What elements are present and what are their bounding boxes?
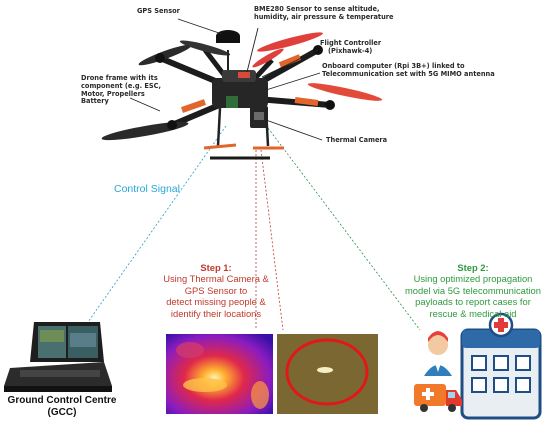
bme-line-1: BME280 Sensor to sense altitude,: [254, 5, 380, 13]
control-signal-label: Control Signal: [114, 183, 180, 195]
onboard-computer-label: Onboard computer (Rpi 3B+) linked to Tel…: [322, 62, 495, 79]
gcc-line-1: Ground Control Centre: [7, 395, 117, 406]
step2-line-1: Using optimized propagation: [413, 273, 533, 285]
detection-image-icon: [277, 334, 378, 414]
drone-frame-label: Drone frame with its component (e.g. ESC…: [81, 74, 161, 106]
step1-title: Step 1:: [200, 262, 232, 273]
step1-text: Step 1: Using Thermal Camera & GPS Senso…: [152, 262, 280, 319]
fc-line-1: Flight Controller: [320, 39, 382, 47]
frame-line-3: Motor, Propellers: [81, 89, 145, 98]
gcc-line-2: (GCC): [47, 407, 77, 418]
onboard-line-1: Onboard computer (Rpi 3B+) linked to: [322, 62, 465, 70]
flight-controller-label: Flight Controller (Pixhawk-4): [320, 39, 382, 56]
step1-line-1: Using Thermal Camera &: [163, 273, 269, 285]
fc-line-2: (Pixhawk-4): [328, 46, 373, 55]
bme-line-2: humidity, air pressure & temperature: [254, 12, 394, 21]
ambulance-icon: [414, 384, 462, 412]
frame-pointer: [129, 97, 161, 112]
thermal-image-icon: [166, 334, 273, 414]
thermal-camera-label: Thermal Camera: [326, 136, 388, 144]
thermal-pointer: [265, 119, 323, 141]
step2-text: Step 2: Using optimized propagation mode…: [398, 262, 548, 319]
step2-title: Step 2:: [457, 262, 489, 273]
fc-pointer: [261, 49, 319, 78]
gcc-label: Ground Control Centre (GCC): [2, 395, 122, 419]
ground-station-laptop-icon: [4, 322, 112, 392]
drone-icon: [101, 30, 383, 160]
step2-line-4: rescue & medical aid: [429, 307, 517, 319]
step2-line-3: payloads to report cases for: [415, 296, 531, 308]
hospital-icon: [460, 312, 542, 420]
step2-line-2: model via 5G telecommunication: [404, 284, 541, 296]
onboard-line-2: Telecommunication set with 5G MIMO anten…: [322, 69, 495, 78]
step1-line-2: GPS Sensor to: [184, 284, 248, 296]
onboard-pointer: [265, 72, 321, 91]
step1-line-3: detect missing people &: [166, 296, 266, 308]
bme-pointer: [246, 27, 259, 73]
bme-sensor-label: BME280 Sensor to sense altitude, humidit…: [254, 5, 394, 22]
frame-line-1: Drone frame with its: [81, 74, 158, 82]
frame-line-2: component (e.g. ESC,: [81, 81, 161, 90]
gps-sensor-label: GPS Sensor: [137, 7, 180, 15]
doctor-icon: [424, 331, 452, 376]
gps-pointer: [177, 18, 223, 35]
frame-line-4: Battery: [81, 97, 109, 106]
step1-line-4: identify their locations: [170, 307, 262, 319]
